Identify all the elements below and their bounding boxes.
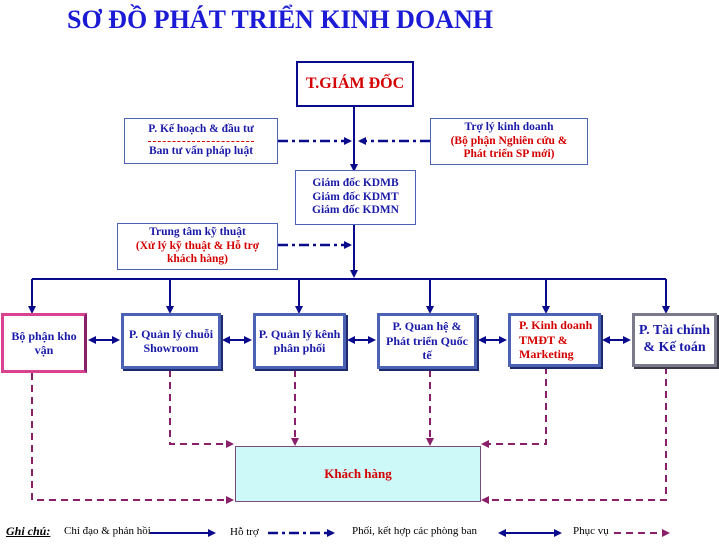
dept-intl-label-3: tế [422, 348, 432, 363]
new-product-label: Phát triển SP mới) [463, 148, 555, 161]
ceo-box[interactable]: T.GIÁM ĐỐC [296, 61, 414, 107]
dept-finance-label-1: P. Tài chính [638, 323, 711, 339]
page-title: SƠ ĐỒ PHÁT TRIỂN KINH DOANH [67, 5, 493, 34]
dept-showroom-label-2: Showroom [143, 341, 199, 355]
dept-ecom-label-2: TMĐT & [519, 332, 568, 347]
legend-coordination-label: Phối, kết hợp các phòng ban [352, 525, 477, 537]
planning-investment-label: P. Kế hoạch & đầu tư [148, 123, 254, 142]
legend-support-label: Hỗ trợ [230, 526, 259, 538]
tech-center-title: Trung tâm kỹ thuật [149, 225, 246, 238]
dept-showroom-label-1: P. Quản lý chuỗi [128, 326, 214, 341]
dept-logistics-label-1: Bộ phận kho [11, 328, 77, 343]
dept-intl-label-1: P. Quan hệ & [392, 319, 462, 334]
business-assistant-title: Trợ lý kinh doanh [464, 120, 554, 133]
legend-service-label: Phục vụ [573, 525, 609, 537]
dept-showroom[interactable]: P. Quản lý chuỗi Showroom [121, 313, 221, 369]
tech-support-label: (Xử lý kỹ thuật & Hỗ trợ [135, 239, 260, 252]
dept-intl-label-2: Phát triển Quốc [386, 333, 468, 348]
dept-logistics[interactable]: Bộ phận kho vận [1, 313, 87, 373]
director-central: Giám đốc KDMT [312, 190, 399, 203]
legend-directive-label: Chỉ đạo & phản hồi [64, 525, 151, 537]
directive-lines [28, 106, 670, 314]
director-north: Giám đốc KDMB [312, 176, 399, 189]
legend-title: Ghi chú: [6, 524, 51, 538]
customer-support-label: khách hàng) [166, 253, 229, 266]
service-lines [31, 367, 667, 504]
dept-ecom-label-1: P. Kinh doanh [519, 318, 593, 333]
director-south: Giám đốc KDMN [312, 204, 399, 217]
rnd-label: (Bộ phận Nghiên cứu & [450, 134, 568, 147]
dept-ecommerce[interactable]: P. Kinh doanh TMĐT & Marketing [508, 313, 601, 367]
dept-finance-label-2: & Kế toán [643, 340, 706, 355]
support-lines [278, 137, 430, 249]
planning-box[interactable]: P. Kế hoạch & đầu tư Ban tư vấn pháp luậ… [124, 118, 278, 164]
dept-ecom-label-3: Marketing [519, 347, 574, 362]
customers-label: Khách hàng [324, 466, 392, 482]
legal-advisory-label: Ban tư vấn pháp luật [148, 145, 254, 157]
dept-channel-label-1: P. Quản lý kênh [258, 326, 341, 341]
regional-directors-box[interactable]: Giám đốc KDMB Giám đốc KDMT Giám đốc KDM… [295, 170, 416, 225]
dept-logistics-label-2: vận [34, 343, 54, 357]
business-assistant-box[interactable]: Trợ lý kinh doanh (Bộ phận Nghiên cứu & … [430, 118, 588, 165]
customers-box[interactable]: Khách hàng [235, 446, 481, 502]
dept-international[interactable]: P. Quan hệ & Phát triển Quốc tế [377, 313, 477, 369]
ceo-label: T.GIÁM ĐỐC [305, 75, 405, 93]
dept-finance[interactable]: P. Tài chính & Kế toán [632, 313, 717, 367]
dept-channel[interactable]: P. Quản lý kênh phân phối [253, 313, 346, 369]
dept-channel-label-2: phân phối [273, 341, 326, 355]
tech-center-box[interactable]: Trung tâm kỹ thuật (Xử lý kỹ thuật & Hỗ … [117, 223, 278, 270]
